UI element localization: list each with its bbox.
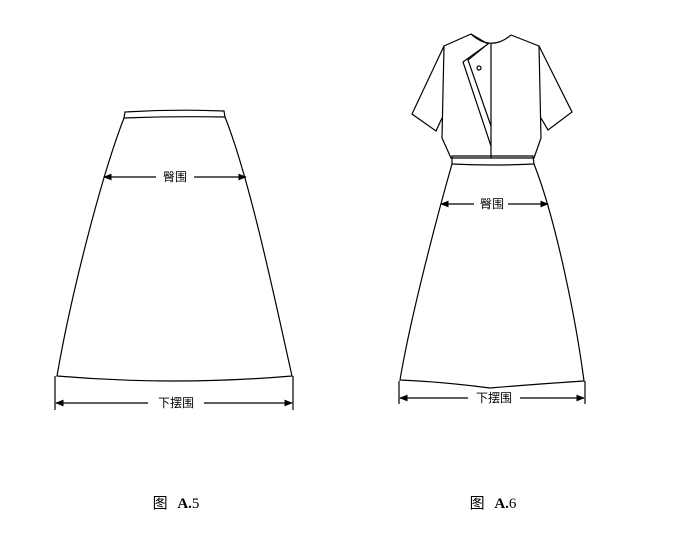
- caption-a6-num-bold: A.: [494, 496, 509, 512]
- dress-hip-label: 臀围: [480, 197, 504, 211]
- caption-a5-num-bold: A.: [177, 496, 192, 512]
- skirt-hip-label: 臀围: [163, 170, 187, 184]
- caption-a5: 图 A.5: [153, 495, 200, 512]
- dress-skirt: [399, 163, 585, 389]
- dress-right-sleeve: [538, 45, 573, 131]
- caption-a6-prefix: 图: [470, 495, 485, 512]
- dress-neckline: [470, 33, 512, 44]
- dress-waistband: [451, 155, 535, 166]
- skirt-figure: [54, 109, 294, 410]
- skirt-outline: [56, 116, 293, 382]
- dress-placket-inner: [467, 46, 492, 127]
- skirt-hem-label: 下摆围: [158, 396, 194, 410]
- skirt-waistband: [123, 109, 226, 119]
- dress-placket: [462, 33, 492, 147]
- dress-left-sleeve: [411, 45, 445, 132]
- dress-hem-label: 下摆围: [476, 391, 512, 405]
- dress-button: [476, 65, 482, 71]
- caption-a6-num: 6: [509, 496, 517, 512]
- dress-figure: [398, 33, 586, 404]
- dress-bodice: [441, 33, 542, 159]
- caption-a5-num: 5: [192, 496, 200, 512]
- caption-a5-prefix: 图: [153, 495, 168, 512]
- caption-a6: 图 A.6: [470, 495, 517, 512]
